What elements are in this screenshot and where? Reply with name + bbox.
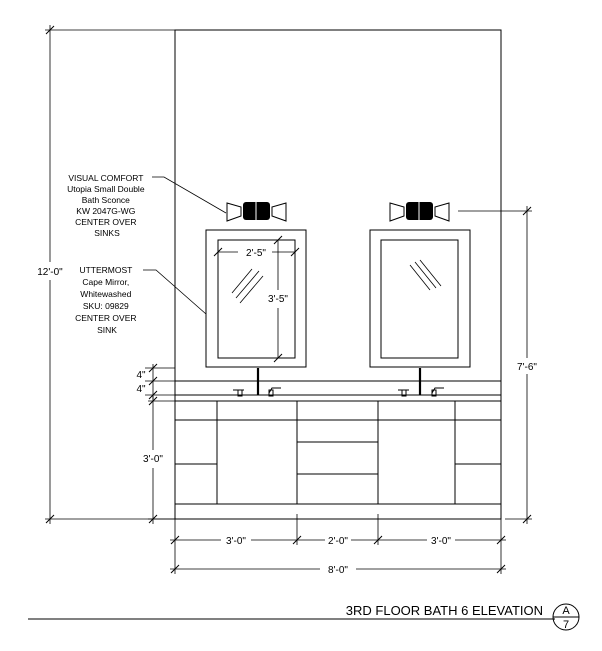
right-faucet — [398, 368, 444, 397]
sconce-note-line-6: SINKS — [94, 228, 120, 238]
sconce-note-line-2: Utopia Small Double — [67, 184, 145, 194]
right-mirror — [369, 229, 471, 368]
countertop — [174, 380, 502, 402]
sconce-height-label: 7'-6" — [517, 362, 537, 373]
vanity-height-label: 3'-0" — [143, 454, 163, 465]
left-faucet — [233, 368, 281, 397]
section-width-dimensions: 3'-0" 2'-0" 3'-0" — [170, 514, 506, 574]
counter-dimensions: 4" 4" — [136, 363, 175, 400]
wall-outline — [174, 29, 502, 520]
sheet-ref-top: A — [562, 605, 570, 617]
overall-height-label: 12'-0" — [37, 267, 63, 278]
middle-section-label: 2'-0" — [328, 536, 348, 547]
drawing-title: 3RD FLOOR BATH 6 ELEVATION — [346, 603, 543, 618]
mirror-note-line-1: UTTERMOST — [79, 265, 132, 275]
mirror-width-label: 2'-5" — [246, 248, 266, 259]
countertop-dim-label: 4" — [136, 384, 146, 395]
overall-width-label: 8'-0" — [328, 565, 348, 576]
right-section-label: 3'-0" — [431, 536, 451, 547]
sconce-note-line-3: Bath Sconce — [82, 195, 130, 205]
mirror-width-dimension: 2'-5" — [213, 247, 300, 259]
left-sconce — [226, 200, 287, 222]
left-section-label: 3'-0" — [226, 536, 246, 547]
mirror-note-line-5: CENTER OVER — [75, 313, 136, 323]
overall-width-dimension: 8'-0" — [170, 564, 506, 576]
vanity-height-dimension: 3'-0" — [143, 396, 175, 524]
title-block: 3RD FLOOR BATH 6 ELEVATION A 7 — [28, 603, 580, 631]
mirror-height-label: 3'-5" — [268, 294, 288, 305]
backsplash-dim-label: 4" — [136, 370, 146, 381]
svg-text:UTTERMOST Cape Mirror,: UTTERMOST Cape Mirror, Whitewashed SKU: … — [75, 265, 139, 335]
sconce-note-line-5: CENTER OVER — [75, 217, 136, 227]
sheet-ref-bottom: 7 — [563, 619, 569, 631]
sconce-height-dimension: 7'-6" — [458, 206, 537, 524]
mirror-note: UTTERMOST Cape Mirror, Whitewashed SKU: … — [75, 265, 207, 335]
left-mirror — [205, 229, 307, 368]
mirror-height-dimension: 3'-5" — [268, 235, 288, 363]
sconce-note-line-1: VISUAL COMFORT — [68, 173, 143, 183]
sconce-note-line-4: KW 2047G-WG — [76, 206, 135, 216]
mirror-note-line-6: SINK — [97, 325, 117, 335]
mirror-note-line-4: SKU: 09829 — [83, 301, 129, 311]
mirror-note-line-3: Whitewashed — [80, 289, 131, 299]
sconce-note: VISUAL COMFORT Utopia Small Double Bath … — [67, 173, 227, 238]
right-sconce — [389, 200, 450, 222]
svg-text:VISUAL COMFORT Utopia Sm: VISUAL COMFORT Utopia Small Double Bath … — [67, 173, 147, 238]
vanity-cabinet — [174, 400, 502, 520]
mirror-note-line-2: Cape Mirror, — [82, 277, 129, 287]
